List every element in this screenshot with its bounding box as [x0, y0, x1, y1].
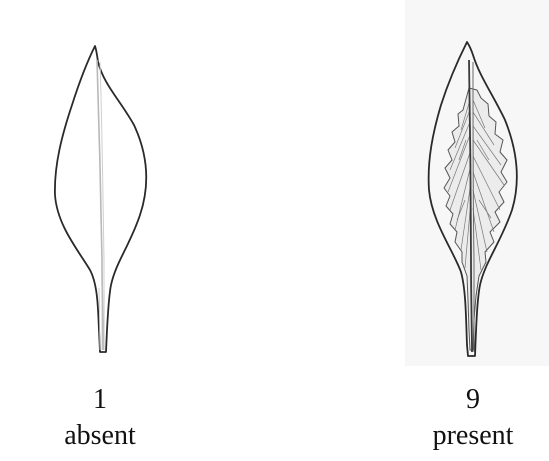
leaf-present-drawing	[349, 0, 549, 370]
figure-code: 9	[373, 384, 549, 416]
leaf-figure-present: 9 present	[349, 0, 549, 461]
figure-label: absent	[0, 420, 200, 452]
figure-code: 1	[0, 384, 200, 416]
coloration-patch	[444, 88, 507, 350]
leaf-absent-drawing	[0, 0, 200, 370]
leaf-figure-absent: 1 absent	[0, 0, 200, 461]
figure-label: present	[373, 420, 549, 452]
